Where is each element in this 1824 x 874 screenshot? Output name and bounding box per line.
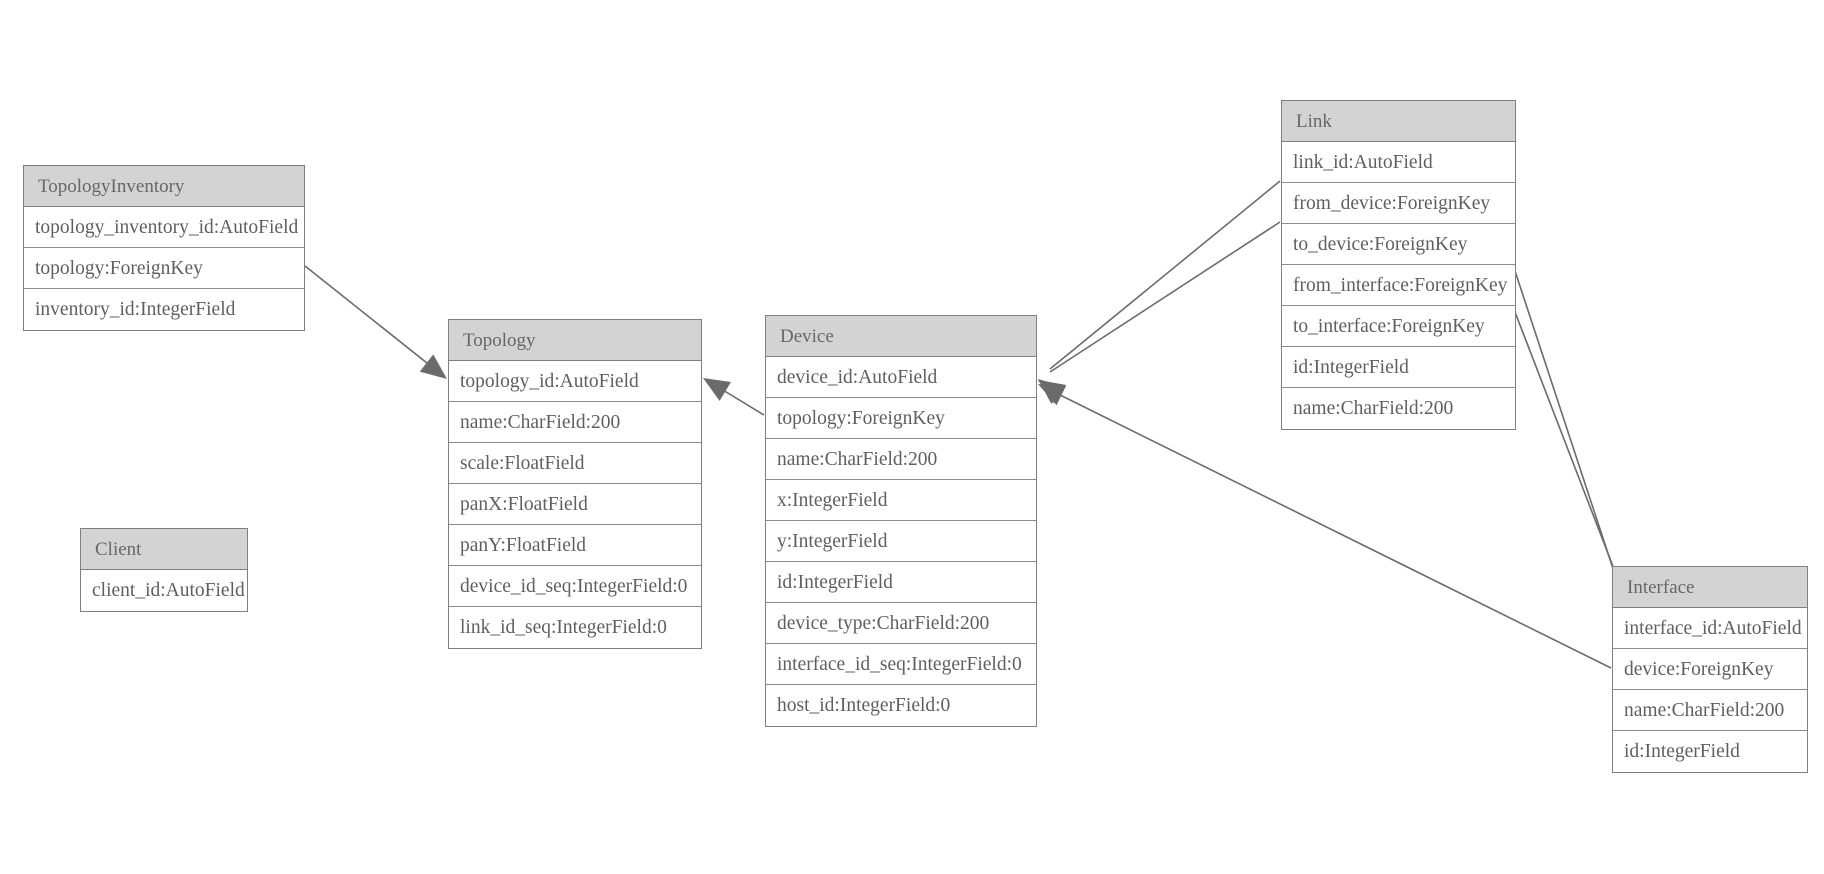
relation-arrowhead-icon [703, 378, 731, 401]
entity-field-row[interactable]: id:IntegerField [1613, 731, 1807, 772]
relation-link-from-device [1038, 180, 1281, 404]
entity-title-topology: Topology [449, 320, 701, 361]
entity-field-row[interactable]: device_id:AutoField [766, 357, 1036, 398]
entity-field-row[interactable]: panX:FloatField [449, 484, 701, 525]
entity-field-row[interactable]: interface_id:AutoField [1613, 608, 1807, 649]
entity-field-row[interactable]: id:IntegerField [1282, 347, 1515, 388]
entity-title-client: Client [81, 529, 247, 570]
entity-field-row[interactable]: device_id_seq:IntegerField:0 [449, 566, 701, 607]
entity-field-row[interactable]: from_device:ForeignKey [1282, 183, 1515, 224]
entity-field-row[interactable]: client_id:AutoField [81, 570, 247, 611]
entity-title-topology_inventory: TopologyInventory [24, 166, 304, 207]
entity-field-row[interactable]: to_interface:ForeignKey [1282, 306, 1515, 347]
entity-field-row[interactable]: device:ForeignKey [1613, 649, 1807, 690]
entity-field-row[interactable]: to_device:ForeignKey [1282, 224, 1515, 265]
entity-field-row[interactable]: interface_id_seq:IntegerField:0 [766, 644, 1036, 685]
entity-field-row[interactable]: topology:ForeignKey [766, 398, 1036, 439]
entity-field-row[interactable]: panY:FloatField [449, 525, 701, 566]
entity-field-row[interactable]: name:CharField:200 [449, 402, 701, 443]
entity-title-link: Link [1282, 101, 1515, 142]
entity-field-row[interactable]: name:CharField:200 [766, 439, 1036, 480]
entity-field-row[interactable]: inventory_id:IntegerField [24, 289, 304, 330]
entity-field-row[interactable]: x:IntegerField [766, 480, 1036, 521]
entity-field-row[interactable]: device_type:CharField:200 [766, 603, 1036, 644]
entity-field-row[interactable]: from_interface:ForeignKey [1282, 265, 1515, 306]
relation-line [712, 383, 765, 416]
relation-line [1049, 389, 1612, 669]
relation-line [1514, 311, 1630, 609]
relation-line [1049, 221, 1281, 373]
relation-device-topology [703, 378, 765, 416]
entity-field-row[interactable]: y:IntegerField [766, 521, 1036, 562]
relation-link-to-device [1038, 221, 1281, 404]
entity-field-row[interactable]: topology_inventory_id:AutoField [24, 207, 304, 248]
relation-line [1514, 270, 1627, 609]
entity-field-row[interactable]: topology_id:AutoField [449, 361, 701, 402]
entity-title-interface: Interface [1613, 567, 1807, 608]
relation-arrowhead-icon [1038, 384, 1067, 406]
entity-field-row[interactable]: topology:ForeignKey [24, 248, 304, 289]
relation-topologyinventory-topology [304, 265, 447, 379]
relation-line [1049, 180, 1281, 370]
entity-field-row[interactable]: id:IntegerField [766, 562, 1036, 603]
entity-field-row[interactable]: link_id_seq:IntegerField:0 [449, 607, 701, 648]
entity-title-device: Device [766, 316, 1036, 357]
entity-field-row[interactable]: name:CharField:200 [1613, 690, 1807, 731]
entity-field-row[interactable]: host_id:IntegerField:0 [766, 685, 1036, 726]
relation-arrowhead-icon [1038, 380, 1066, 404]
relation-line [304, 265, 438, 372]
entity-field-row[interactable]: name:CharField:200 [1282, 388, 1515, 429]
entity-field-row[interactable]: scale:FloatField [449, 443, 701, 484]
entity-field-row[interactable]: link_id:AutoField [1282, 142, 1515, 183]
